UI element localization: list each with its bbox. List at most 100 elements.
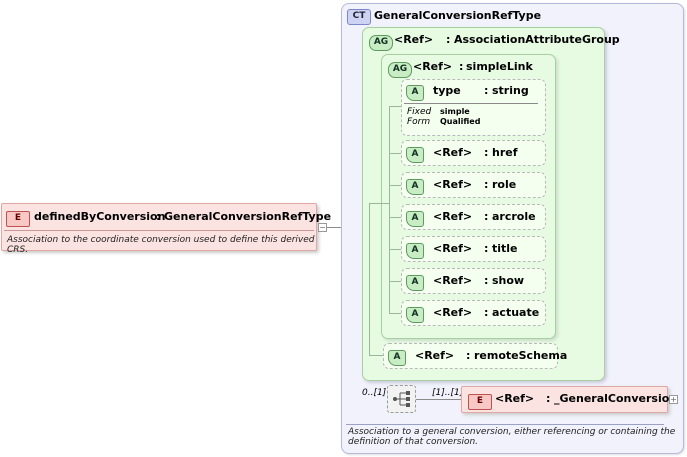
element-name: definedByConversion <box>34 210 166 223</box>
attribute-group-outer-name: AssociationAttributeGroup <box>454 33 620 46</box>
form-label: Form <box>407 117 431 127</box>
attribute-name: href <box>492 146 518 159</box>
attribute-icon: A <box>406 85 424 101</box>
element-icon: E <box>468 394 492 410</box>
element-type: GeneralConversionRefType <box>164 210 332 223</box>
attribute-name: arcrole <box>492 210 536 223</box>
attribute-separator: : <box>484 306 489 319</box>
expand-toggle[interactable]: + <box>669 395 678 404</box>
attribute-group-icon: AG <box>388 62 412 78</box>
attribute-ref: <Ref> <box>433 146 473 159</box>
attribute-separator: : <box>466 349 471 362</box>
attribute-group-inner-ref: <Ref> <box>413 60 453 73</box>
attribute-actuate-box[interactable]: A <Ref> : actuate <box>401 300 546 326</box>
attribute-separator: : <box>484 178 489 191</box>
root-element-box[interactable]: E definedByConversion : GeneralConversio… <box>1 203 331 255</box>
attribute-name: role <box>492 178 517 191</box>
attribute-icon: A <box>406 243 424 259</box>
child-element-ref: <Ref> <box>495 392 535 405</box>
connector-line <box>389 153 401 154</box>
attribute-name: actuate <box>492 306 540 319</box>
element-documentation: Association to the coordinate conversion… <box>7 235 315 255</box>
child-element-separator: : <box>546 392 551 405</box>
element-type-separator: : <box>156 210 161 223</box>
child-element-name: _GeneralConversion <box>554 392 678 405</box>
attribute-ref: <Ref> <box>433 242 473 255</box>
connector-line <box>389 313 401 314</box>
attribute-divider <box>404 103 538 104</box>
connector-line <box>389 281 401 282</box>
attribute-role-box[interactable]: A <Ref> : role <box>401 172 546 198</box>
attribute-icon: A <box>388 350 406 366</box>
element-icon: E <box>6 211 30 227</box>
attribute-arcrole-box[interactable]: A <Ref> : arcrole <box>401 204 546 230</box>
attribute-icon: A <box>406 307 424 323</box>
attribute-ref: <Ref> <box>415 349 455 362</box>
attribute-badge: A <box>406 242 424 259</box>
attribute-type-type: string <box>492 84 529 97</box>
attribute-badge: A <box>406 84 424 101</box>
attribute-name: show <box>492 274 525 287</box>
complex-type-icon: CT <box>347 9 371 25</box>
attribute-icon: A <box>406 211 424 227</box>
child-element-badge: E <box>468 393 492 410</box>
connector-line <box>416 399 461 400</box>
attribute-group-inner-name: simpleLink <box>466 60 533 73</box>
connector-line <box>369 203 370 355</box>
connector-line <box>369 203 389 204</box>
connector-line <box>389 106 390 313</box>
attribute-badge: A <box>406 274 424 291</box>
attribute-separator: : <box>484 274 489 287</box>
form-value: Qualified <box>440 117 481 126</box>
attribute-icon: A <box>406 275 424 291</box>
attribute-type-box[interactable]: A type : string Fixed simple Form Qualif… <box>401 79 546 136</box>
sequence-icon <box>393 391 410 407</box>
sequence-compositor[interactable] <box>387 385 416 413</box>
attribute-show-box[interactable]: A <Ref> : show <box>401 268 546 294</box>
attribute-icon: A <box>406 147 424 163</box>
attribute-ref: <Ref> <box>433 178 473 191</box>
child-element-box[interactable]: E <Ref> : _GeneralConversion <box>461 386 677 413</box>
attribute-group-outer-separator: : <box>446 33 451 46</box>
expand-toggle[interactable]: − <box>318 223 327 232</box>
fixed-value: simple <box>440 107 470 116</box>
attribute-badge: A <box>406 178 424 195</box>
attribute-group-outer-badge: AG <box>369 34 393 51</box>
attribute-ref: <Ref> <box>433 210 473 223</box>
connector-line <box>389 249 401 250</box>
attribute-type-separator: : <box>484 84 489 97</box>
attribute-badge: A <box>406 210 424 227</box>
attribute-icon: A <box>406 179 424 195</box>
sequence-occurs-right: [1]..[1] <box>432 388 464 398</box>
element-badge: E <box>6 210 30 227</box>
attribute-ref: <Ref> <box>433 306 473 319</box>
attribute-badge: A <box>388 349 406 366</box>
complex-type-badge: CT <box>347 8 371 25</box>
attribute-group-inner-separator: : <box>459 60 464 73</box>
sequence-occurs-left: 0..[1] <box>362 388 387 398</box>
attribute-name: remoteSchema <box>474 349 568 362</box>
attribute-ref: <Ref> <box>433 274 473 287</box>
fixed-label: Fixed <box>407 107 432 117</box>
attribute-badge: A <box>406 306 424 323</box>
complex-type-doc-line-1: Association to a general conversion, eit… <box>348 427 676 437</box>
complex-type-doc-line-2: definition of that conversion. <box>348 437 479 447</box>
attribute-title-box[interactable]: A <Ref> : title <box>401 236 546 262</box>
connector-line <box>389 106 401 107</box>
attribute-type-name: type <box>433 84 461 97</box>
attribute-group-outer-ref: <Ref> <box>394 33 434 46</box>
attribute-href-box[interactable]: A <Ref> : href <box>401 140 546 166</box>
attribute-separator: : <box>484 146 489 159</box>
connector-line <box>327 227 351 228</box>
attribute-badge: A <box>406 146 424 163</box>
attribute-name: title <box>492 242 518 255</box>
complex-type-divider <box>346 424 664 425</box>
attribute-group-icon: AG <box>369 35 393 51</box>
attribute-group-inner-badge: AG <box>388 61 412 78</box>
attribute-separator: : <box>484 242 489 255</box>
connector-line <box>389 185 401 186</box>
element-divider <box>4 230 314 231</box>
attribute-separator: : <box>484 210 489 223</box>
connector-line <box>369 355 389 356</box>
attribute-remote-schema-box[interactable]: A <Ref> : remoteSchema <box>383 343 567 369</box>
